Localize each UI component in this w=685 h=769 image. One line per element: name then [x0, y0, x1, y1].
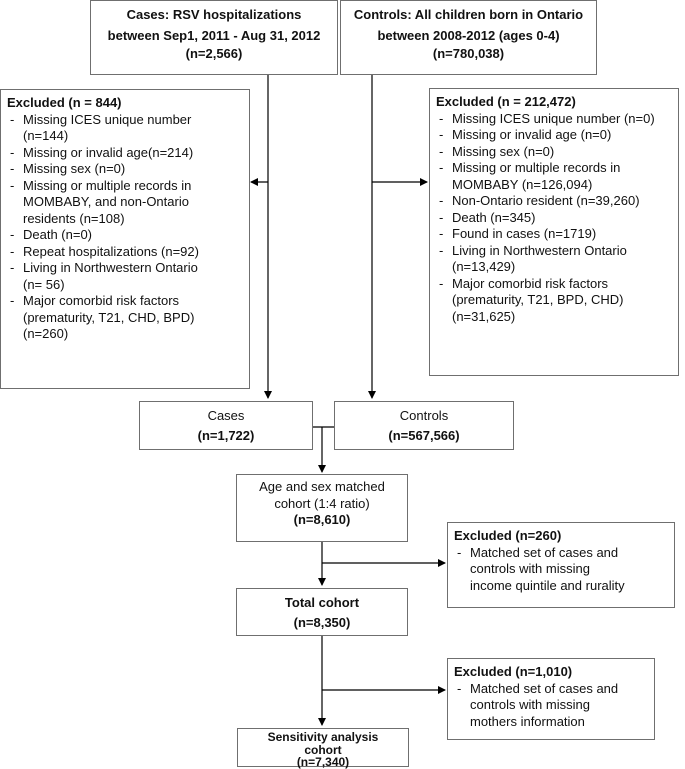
cases-source-box: Cases: RSV hospitalizations between Sep1…	[90, 0, 338, 75]
exclusion-item-line: (n=13,429)	[452, 259, 516, 274]
exclusion-item-line: Missing sex (n=0)	[23, 161, 126, 176]
total-count: (n=8,350)	[293, 614, 351, 630]
exclusion-item-line: Non-Ontario resident (n=39,260)	[452, 193, 640, 208]
exclusion-item-line: Major comorbid risk factors	[452, 275, 609, 291]
controls-count: (n=567,566)	[388, 427, 460, 443]
cases-count: (n=1,722)	[197, 427, 255, 443]
exclusion-item-line: Missing or invalid age(n=214)	[23, 144, 194, 160]
excluded-cases-title: Excluded (n = 844)	[7, 95, 122, 110]
exclusion-item: Living in Northwestern Ontario(n=13,429)	[436, 243, 672, 276]
total-label: Total cohort	[284, 595, 360, 610]
exclusion-item-line: Missing or multiple records in	[452, 160, 621, 175]
matched-line2: cohort (1:4 ratio)	[274, 495, 370, 511]
exclusion-item-line: Missing sex (n=0)	[452, 143, 555, 159]
exclusion-item-line: income quintile and rurality	[470, 577, 625, 593]
cases-source-line2: between Sep1, 2011 - Aug 31, 2012	[107, 27, 321, 43]
exclusion-item-line: Missing or multiple records in	[23, 177, 192, 193]
controls-box: Controls (n=567,566)	[334, 401, 514, 450]
exclusion-item-line: controls with missing	[470, 561, 590, 576]
excluded-cases-list: Missing ICES unique number(n=144)Missing…	[7, 112, 243, 343]
sensitivity-line1: Sensitivity analysis	[267, 730, 379, 744]
cases-source-line1: Cases: RSV hospitalizations	[126, 7, 302, 22]
excluded-mothers-box: Excluded (n=1,010) Matched set of cases …	[447, 658, 655, 740]
exclusion-item-line: residents (n=108)	[23, 210, 125, 226]
exclusion-item-line: Matched set of cases and	[470, 544, 619, 560]
exclusion-item: Missing or invalid age(n=214)	[7, 145, 243, 162]
exclusion-item-line: MOMBABY, and non-Ontario	[23, 194, 189, 209]
exclusion-item-line: (n= 56)	[23, 276, 65, 292]
cases-label: Cases	[207, 408, 245, 423]
controls-source-count: (n=780,038)	[432, 46, 505, 61]
exclusion-item-line: (prematurity, T21, BPD, CHD)	[452, 292, 624, 307]
excluded-income-title: Excluded (n=260)	[454, 528, 562, 543]
exclusion-item-line: (prematurity, T21, CHD, BPD)	[23, 309, 195, 325]
excluded-cases-box: Excluded (n = 844) Missing ICES unique n…	[0, 89, 250, 389]
sensitivity-count: (n=7,340)	[296, 755, 350, 769]
total-cohort-box: Total cohort (n=8,350)	[236, 588, 408, 636]
exclusion-item-line: Repeat hospitalizations (n=92)	[23, 243, 199, 259]
exclusion-item: Missing ICES unique number(n=144)	[7, 112, 243, 145]
exclusion-item-line: mothers information	[470, 713, 585, 729]
exclusion-item: Missing sex (n=0)	[7, 161, 243, 178]
exclusion-item: Living in Northwestern Ontario(n= 56)	[7, 260, 243, 293]
exclusion-item-line: Major comorbid risk factors	[23, 293, 180, 308]
exclusion-item-line: Death (n=345)	[452, 209, 536, 225]
excluded-controls-list: Missing ICES unique number (n=0)Missing …	[436, 111, 672, 326]
exclusion-item-line: (n=260)	[23, 326, 69, 341]
exclusion-item-line: Living in Northwestern Ontario	[452, 242, 627, 258]
cases-box: Cases (n=1,722)	[139, 401, 313, 450]
controls-source-box: Controls: All children born in Ontario b…	[340, 0, 597, 75]
exclusion-item-line: Found in cases (n=1719)	[452, 226, 597, 241]
exclusion-item-line: MOMBABY (n=126,094)	[452, 176, 593, 192]
exclusion-item-line: (n=144)	[23, 128, 69, 143]
exclusion-item-line: Missing ICES unique number	[23, 111, 192, 127]
exclusion-item: Missing or invalid age (n=0)	[436, 127, 672, 144]
exclusion-item: Major comorbid risk factors(prematurity,…	[436, 276, 672, 326]
exclusion-item-line: Living in Northwestern Ontario	[23, 260, 198, 275]
exclusion-item: Repeat hospitalizations (n=92)	[7, 244, 243, 261]
exclusion-item-line: Missing ICES unique number (n=0)	[452, 110, 655, 126]
exclusion-item-line: controls with missing	[470, 697, 590, 712]
matched-line1: Age and sex matched	[259, 479, 385, 494]
exclusion-item-line: (n=31,625)	[452, 308, 516, 324]
excluded-income-box: Excluded (n=260) Matched set of cases an…	[447, 522, 675, 608]
controls-label: Controls	[399, 408, 449, 423]
controls-source-line2: between 2008-2012 (ages 0-4)	[377, 27, 560, 43]
exclusion-item: Death (n=0)	[7, 227, 243, 244]
sensitivity-cohort-box: Sensitivity analysis cohort (n=7,340)	[237, 728, 409, 769]
exclusion-item: Missing ICES unique number (n=0)	[436, 111, 672, 128]
exclusion-item-line: Missing or invalid age (n=0)	[452, 127, 612, 142]
exclusion-item: Death (n=345)	[436, 210, 672, 227]
controls-source-line1: Controls: All children born in Ontario	[353, 7, 584, 22]
exclusion-item-line: Death (n=0)	[23, 227, 93, 242]
matched-count: (n=8,610)	[293, 512, 351, 527]
excluded-controls-box: Excluded (n = 212,472) Missing ICES uniq…	[429, 88, 679, 376]
sensitivity-line2: cohort	[304, 742, 342, 757]
exclusion-item: Missing sex (n=0)	[436, 144, 672, 161]
cases-source-count: (n=2,566)	[185, 46, 243, 61]
excluded-controls-title: Excluded (n = 212,472)	[436, 94, 576, 109]
exclusion-item-line: Matched set of cases and	[470, 680, 619, 696]
matched-cohort-box: Age and sex matched cohort (1:4 ratio) (…	[236, 474, 408, 542]
exclusion-item: Non-Ontario resident (n=39,260)	[436, 193, 672, 210]
excluded-mothers-title: Excluded (n=1,010)	[454, 664, 573, 679]
exclusion-item: Found in cases (n=1719)	[436, 226, 672, 243]
exclusion-item: Major comorbid risk factors(prematurity,…	[7, 293, 243, 343]
